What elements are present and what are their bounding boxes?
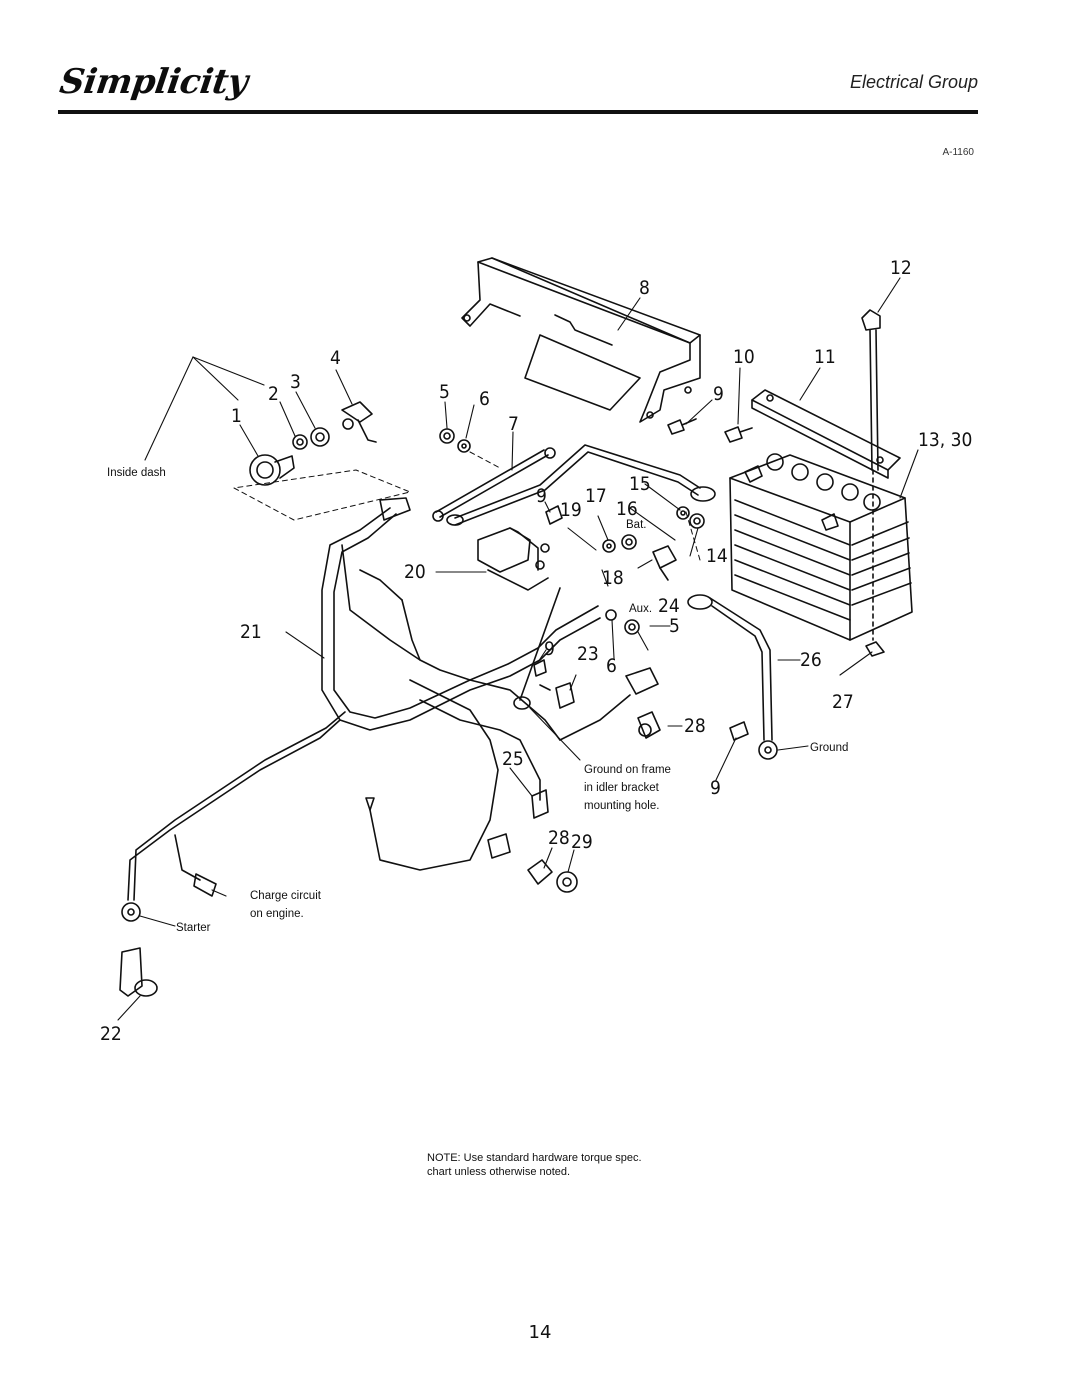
- label-bat: Bat.: [626, 519, 646, 531]
- nut-part-5-top: [439, 428, 455, 444]
- label-ground-frame-1: Ground on frame: [584, 764, 671, 776]
- callout-9-bracket: 9: [713, 383, 724, 405]
- callout-11: 11: [814, 346, 836, 368]
- label-ground-frame-2: in idler bracket: [584, 782, 660, 794]
- callout-1: 1: [231, 405, 242, 427]
- bolt-part-9-ground: [729, 721, 749, 741]
- terminal-part-16: [652, 545, 677, 581]
- callout-17: 17: [585, 485, 607, 507]
- boot-part-22: [119, 947, 158, 997]
- label-charge-2: on engine.: [250, 908, 304, 920]
- callout-28-lower: 28: [548, 827, 570, 849]
- cable-part-7: [432, 447, 556, 522]
- clip-part-25: [531, 789, 549, 819]
- callout-20: 20: [404, 561, 426, 583]
- callout-29: 29: [571, 831, 593, 853]
- washer-part-14: [689, 513, 705, 529]
- nut-part-27: [865, 641, 885, 657]
- leader-lines: [117, 277, 919, 1021]
- callout-25: 25: [502, 748, 524, 770]
- washer-part-6-top: [457, 439, 471, 453]
- connector-plug: [625, 667, 659, 695]
- washer-part-15: [676, 506, 690, 520]
- callout-2: 2: [268, 383, 279, 405]
- label-aux: Aux.: [629, 603, 652, 615]
- nut-part-19: [602, 539, 616, 553]
- callout-9-ground: 9: [710, 777, 721, 799]
- ground-lead-terminal: [513, 587, 561, 710]
- nut-part-5-low: [624, 619, 640, 635]
- callout-3: 3: [290, 371, 301, 393]
- callout-numbers: 1 2 3 4 5 6 7 8 9 10 11 12 13, 30 9 19 1…: [100, 257, 972, 1045]
- hold-down-part-11: [751, 389, 901, 479]
- header-rule: [58, 110, 978, 114]
- callout-21: 21: [240, 621, 262, 643]
- callout-5-low: 5: [669, 615, 680, 637]
- callout-4: 4: [330, 347, 341, 369]
- label-ground: Ground: [810, 742, 848, 754]
- label-starter: Starter: [176, 922, 211, 934]
- callout-9-frame: 9: [544, 638, 555, 660]
- clip-part-23: [555, 682, 575, 709]
- callout-18: 18: [602, 567, 624, 589]
- callout-14: 14: [706, 545, 728, 567]
- callout-6-low: 6: [606, 655, 617, 677]
- callout-23: 23: [577, 643, 599, 665]
- ground-cable-part-26: [687, 594, 778, 760]
- hold-down-rod-part-12: [861, 309, 881, 641]
- washer-part-6-low: [605, 609, 617, 621]
- bolt-part-9-frame: [533, 659, 547, 677]
- callout-13-30: 13, 30: [918, 429, 972, 451]
- nut-part-2: [292, 434, 308, 450]
- cap-part-29: [556, 871, 578, 893]
- sensor-part-28-upper: [637, 711, 661, 739]
- nut-part-3: [310, 427, 330, 447]
- callout-26: 26: [800, 649, 822, 671]
- label-charge-1: Charge circuit: [250, 890, 322, 902]
- callout-7: 7: [508, 413, 519, 435]
- figure-code: A-1160: [942, 147, 974, 158]
- bolt-part-10: [724, 426, 753, 443]
- callout-28-upper: 28: [684, 715, 706, 737]
- page-number: 14: [528, 1322, 552, 1343]
- battery-part-13: [729, 453, 913, 641]
- callout-9-solenoid: 9: [536, 485, 547, 507]
- callout-16: 16: [616, 498, 638, 520]
- callout-5-top: 5: [439, 381, 450, 403]
- wiring-harness-part-21: [121, 497, 631, 922]
- callout-6-top: 6: [479, 388, 490, 410]
- bolt-part-9-solenoid: [545, 505, 563, 525]
- section-title: Electrical Group: [849, 72, 978, 92]
- battery-bracket-part-8: [461, 257, 701, 423]
- callout-10: 10: [733, 346, 755, 368]
- label-inside-dash: Inside dash: [107, 467, 166, 479]
- callout-24: 24: [658, 595, 680, 617]
- callout-12: 12: [890, 257, 912, 279]
- positive-cable-part-17: [446, 444, 716, 526]
- hardware-note: NOTE: Use standard hardware torque spec.…: [427, 1152, 642, 1178]
- solenoid-part-20: [477, 527, 550, 591]
- callout-27: 27: [832, 691, 854, 713]
- callout-8: 8: [639, 277, 650, 299]
- label-ground-frame-3: mounting hole.: [584, 800, 659, 812]
- callout-19: 19: [560, 499, 582, 521]
- ignition-switch-part-1: [249, 454, 295, 486]
- dashed-group-outlines: [233, 451, 701, 561]
- callout-15: 15: [629, 473, 651, 495]
- nut-part-18: [621, 534, 637, 550]
- key-part-4: [341, 401, 377, 443]
- sensor-part-28-lower: [487, 833, 553, 885]
- callout-22: 22: [100, 1023, 122, 1045]
- bolt-part-9-bracket: [667, 418, 697, 435]
